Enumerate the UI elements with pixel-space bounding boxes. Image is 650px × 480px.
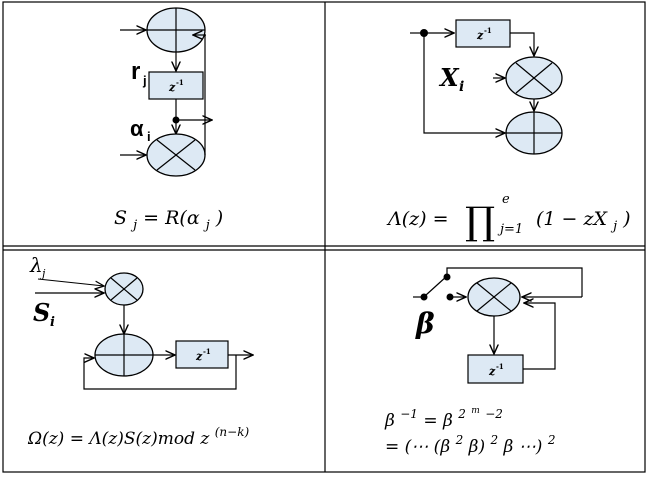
switch-arm — [425, 275, 448, 296]
product-lower: j=1 — [497, 222, 523, 237]
svg-text:S j = R(α: S j = R(α j ) — [114, 207, 223, 234]
s-label: S — [33, 298, 50, 327]
bypass-wire — [423, 33, 505, 133]
syndrome-formula: S j = R(α j ) — [114, 207, 223, 234]
inverse-formula: β −1 = β 2 m −2 = (⋯ (β 2 β) 2 β ⋯) 2 — [384, 398, 555, 457]
delay-superscript: -1 — [484, 26, 492, 35]
formula-superscript: 2 — [455, 433, 464, 447]
feedback-loop — [83, 355, 237, 390]
formula-body: β ⋯) — [503, 437, 543, 457]
formula-superscript: (n−k) — [215, 425, 250, 439]
wire — [446, 267, 583, 297]
cell-evaluator: λ j S i z -1 Ω(z) = Λ(z)S(z)mod z (n−k) — [27, 253, 253, 449]
formula-close: ) — [215, 207, 223, 229]
formula-close: ) — [622, 208, 630, 230]
s-subscript: i — [50, 315, 55, 330]
beta-label: β — [415, 307, 435, 340]
delay-label: z — [488, 365, 496, 378]
formula-sub: j — [610, 219, 617, 234]
switch-contact — [420, 293, 428, 301]
formula-body: = (⋯ (β — [385, 437, 450, 457]
delay-block: z -1 — [467, 354, 524, 384]
formula-superscript: −1 — [400, 407, 418, 421]
multiplier-node — [104, 272, 144, 306]
multiplier-node — [467, 277, 521, 317]
input-arrow — [37, 278, 104, 286]
delay-label: z — [195, 350, 203, 363]
adder-node — [94, 333, 154, 377]
svg-text:β −1 = β: β −1 = β 2 m −2 — [384, 398, 503, 431]
svg-text:(1 − zX j ): (1 − zX j ) — [536, 208, 631, 235]
formula-superscript: −2 — [485, 407, 503, 421]
cell-syndrome: z -1 r j α i S j = R(α j ) — [114, 7, 223, 234]
lambda-subscript: j — [39, 267, 46, 280]
delay-superscript: -1 — [176, 78, 184, 87]
formula-lhs: Λ(z) = — [386, 208, 449, 230]
evaluator-formula: Ω(z) = Λ(z)S(z)mod z (n−k) — [27, 425, 249, 449]
svg-text:Ω(z) = Λ(z)S(z)mod z (: Ω(z) = Λ(z)S(z)mod z (n−k) — [27, 425, 249, 449]
delay-block: z -1 — [455, 19, 511, 48]
delay-superscript: -1 — [203, 347, 211, 356]
formula-sub: j — [203, 218, 210, 233]
adder-node — [505, 111, 563, 155]
locator-formula: Λ(z) = ∏ e j=1 (1 − zX j ) — [386, 192, 631, 243]
input-label: r — [131, 58, 140, 85]
input-subscript: j — [142, 73, 147, 88]
x-label: X — [438, 63, 460, 92]
cell-inverse: z -1 β β −1 = β 2 m −2 = (⋯ (β 2 β) 2 β … — [384, 267, 583, 457]
formula-body: = β — [423, 411, 453, 431]
formula-lhs: S — [114, 207, 127, 229]
formula-superscript: 2 — [457, 407, 466, 421]
table-grid — [2, 1, 646, 473]
alpha-subscript: i — [147, 129, 151, 144]
formula-body: = R(α — [143, 207, 200, 229]
product-upper: e — [502, 192, 510, 207]
cell-locator: z -1 X i Λ(z) = ∏ e j=1 (1 − zX j ) — [386, 19, 631, 243]
wire — [510, 32, 534, 56]
delay-label: z — [476, 29, 484, 42]
formula-body: Ω(z) = Λ(z)S(z)mod z — [27, 429, 210, 449]
product-symbol: ∏ — [465, 199, 495, 243]
adder-node — [146, 7, 206, 53]
svg-text:= (⋯ (β 2 β): = (⋯ (β 2 β) 2 β ⋯) 2 — [385, 429, 555, 457]
lambda-label: λ — [29, 253, 43, 277]
alpha-label: α — [130, 116, 144, 141]
formula-body: β) — [468, 437, 485, 457]
delay-label: z — [168, 81, 176, 94]
x-subscript: i — [459, 79, 464, 95]
formula-superscript: 2 — [547, 433, 556, 447]
multiplier-node — [505, 56, 563, 100]
multiplier-node — [146, 133, 206, 177]
feedback-loop — [523, 303, 556, 370]
delay-block: z -1 — [175, 340, 229, 369]
formula-superscript: 2 — [489, 433, 498, 447]
formula-superscript: m — [471, 406, 480, 416]
formula-lhs: β — [384, 411, 395, 431]
delay-block: z -1 — [148, 71, 204, 100]
formula-sub: j — [130, 218, 137, 233]
formula-body: (1 − zX — [536, 208, 609, 230]
delay-superscript: -1 — [496, 362, 504, 371]
feedback-loop — [204, 34, 206, 155]
